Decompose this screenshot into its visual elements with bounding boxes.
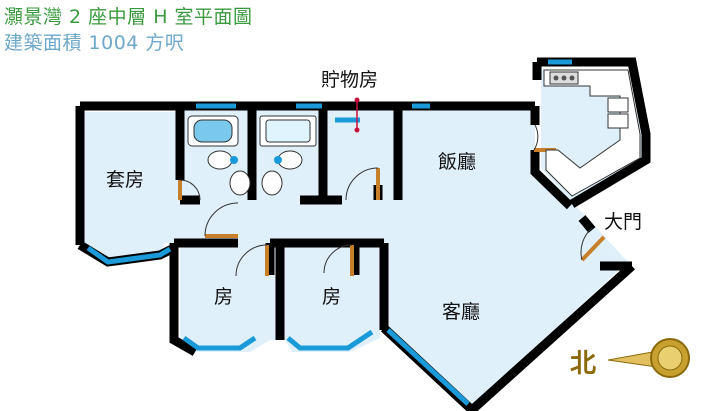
floor-area: 建築面積 1004 方呎 xyxy=(4,32,185,54)
bedroom-1-label: 房 xyxy=(214,286,233,308)
north-label: 北 xyxy=(570,349,596,379)
kitchen-fixtures xyxy=(543,69,641,197)
compass: 北 xyxy=(570,338,690,379)
master-bedroom-label: 套房 xyxy=(106,169,144,191)
floor-plan-title: 灝景灣 2 座中層 H 室平面圖 xyxy=(4,6,253,28)
storeroom-label: 貯物房 xyxy=(321,69,378,91)
main-door-label: 大門 xyxy=(604,211,642,233)
living-room-label: 客廳 xyxy=(442,301,480,323)
bedroom-2-label: 房 xyxy=(322,286,341,308)
dining-room-label: 飯廳 xyxy=(438,151,476,173)
windows xyxy=(86,59,572,406)
storeroom-indicator xyxy=(354,97,360,133)
bathroom-fixtures xyxy=(187,115,317,196)
